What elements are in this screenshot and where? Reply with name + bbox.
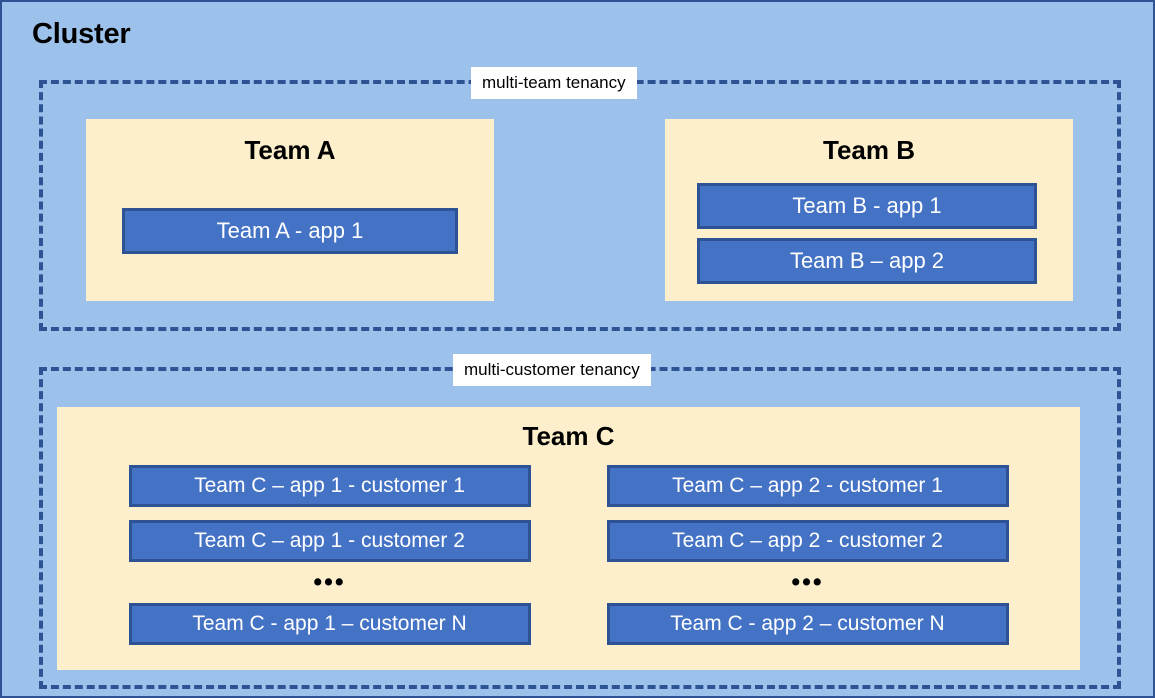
- team-c-container: Team C Team C – app 1 - customer 1 Team …: [57, 407, 1080, 670]
- app-box-team-b-app-2[interactable]: Team B – app 2: [697, 238, 1037, 284]
- app-box-team-b-app-1[interactable]: Team B - app 1: [697, 183, 1037, 229]
- multi-customer-tenancy-label: multi-customer tenancy: [453, 354, 651, 386]
- app-box-team-c-app-1-customer-1[interactable]: Team C – app 1 - customer 1: [128, 465, 531, 507]
- app-box-team-a-app-1[interactable]: Team A - app 1: [122, 208, 458, 254]
- team-c-title: Team C: [522, 421, 615, 451]
- team-c-app-2-column: Team C – app 2 - customer 1 Team C – app…: [606, 465, 1009, 645]
- team-a-container: Team A Team A - app 1: [86, 119, 494, 301]
- team-c-app-columns: Team C – app 1 - customer 1 Team C – app…: [57, 465, 1080, 645]
- app-box-team-c-app-1-customer-2[interactable]: Team C – app 1 - customer 2: [128, 520, 531, 562]
- app-box-team-c-app-2-customer-n[interactable]: Team C - app 2 – customer N: [606, 602, 1009, 645]
- team-c-app-1-ellipsis: •••: [313, 568, 346, 596]
- team-a-app-list: Team A - app 1: [122, 208, 458, 254]
- team-a-title: Team A: [244, 135, 336, 165]
- app-box-team-c-app-1-customer-n[interactable]: Team C - app 1 – customer N: [128, 602, 531, 645]
- team-b-container: Team B Team B - app 1 Team B – app 2: [665, 119, 1073, 301]
- team-c-app-2-ellipsis: •••: [791, 568, 824, 596]
- app-box-team-c-app-2-customer-2[interactable]: Team C – app 2 - customer 2: [606, 520, 1009, 562]
- team-b-title: Team B: [823, 135, 915, 165]
- team-c-app-1-column: Team C – app 1 - customer 1 Team C – app…: [128, 465, 531, 645]
- team-b-app-list: Team B - app 1 Team B – app 2: [697, 183, 1037, 284]
- multi-team-tenancy-label: multi-team tenancy: [471, 67, 637, 99]
- app-box-team-c-app-2-customer-1[interactable]: Team C – app 2 - customer 1: [606, 465, 1009, 507]
- cluster-title: Cluster: [32, 18, 131, 50]
